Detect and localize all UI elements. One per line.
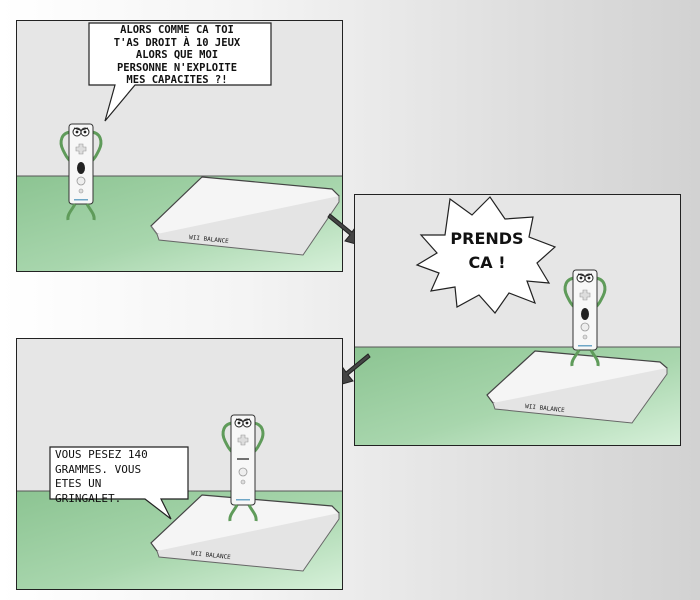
speech-bubble bbox=[49, 446, 189, 520]
comic-panel-2: WII BALANCE PRENDS CA ! bbox=[354, 194, 681, 446]
speech-bubble bbox=[88, 22, 272, 122]
wii-balance-board: WII BALANCE bbox=[486, 350, 668, 424]
comic-panel-3: WII BALANCE VOUS PESEZ 140 GRAMMES. VOUS… bbox=[16, 338, 343, 590]
panel-3-scene: WII BALANCE bbox=[17, 339, 342, 589]
board-label: WII BALANCE bbox=[191, 550, 232, 561]
wii-balance-board: WII BALANCE bbox=[150, 176, 340, 256]
speech-text: VOUS PESEZ 140 GRAMMES. VOUS ETES UN GRI… bbox=[55, 448, 148, 505]
speech-text: PRENDS CA ! bbox=[450, 229, 524, 272]
panel-2-scene: WII BALANCE bbox=[355, 195, 680, 445]
board-label: WII BALANCE bbox=[189, 234, 230, 245]
board-label: WII BALANCE bbox=[525, 403, 566, 414]
wii-balance-board: WII BALANCE bbox=[150, 494, 340, 572]
speech-text: ALORS COMME CA TOI T'AS DROIT À 10 JEUX … bbox=[113, 24, 241, 87]
wii-remote-character bbox=[221, 414, 265, 522]
comic-panel-1: WII BALANCE ALORS COMME CA TOI T'AS DROI… bbox=[16, 20, 343, 272]
panel-1-scene: WII BALANCE bbox=[17, 21, 342, 271]
wii-remote-character bbox=[59, 123, 103, 221]
shout-bubble bbox=[415, 196, 557, 314]
wii-remote-character bbox=[563, 269, 607, 367]
